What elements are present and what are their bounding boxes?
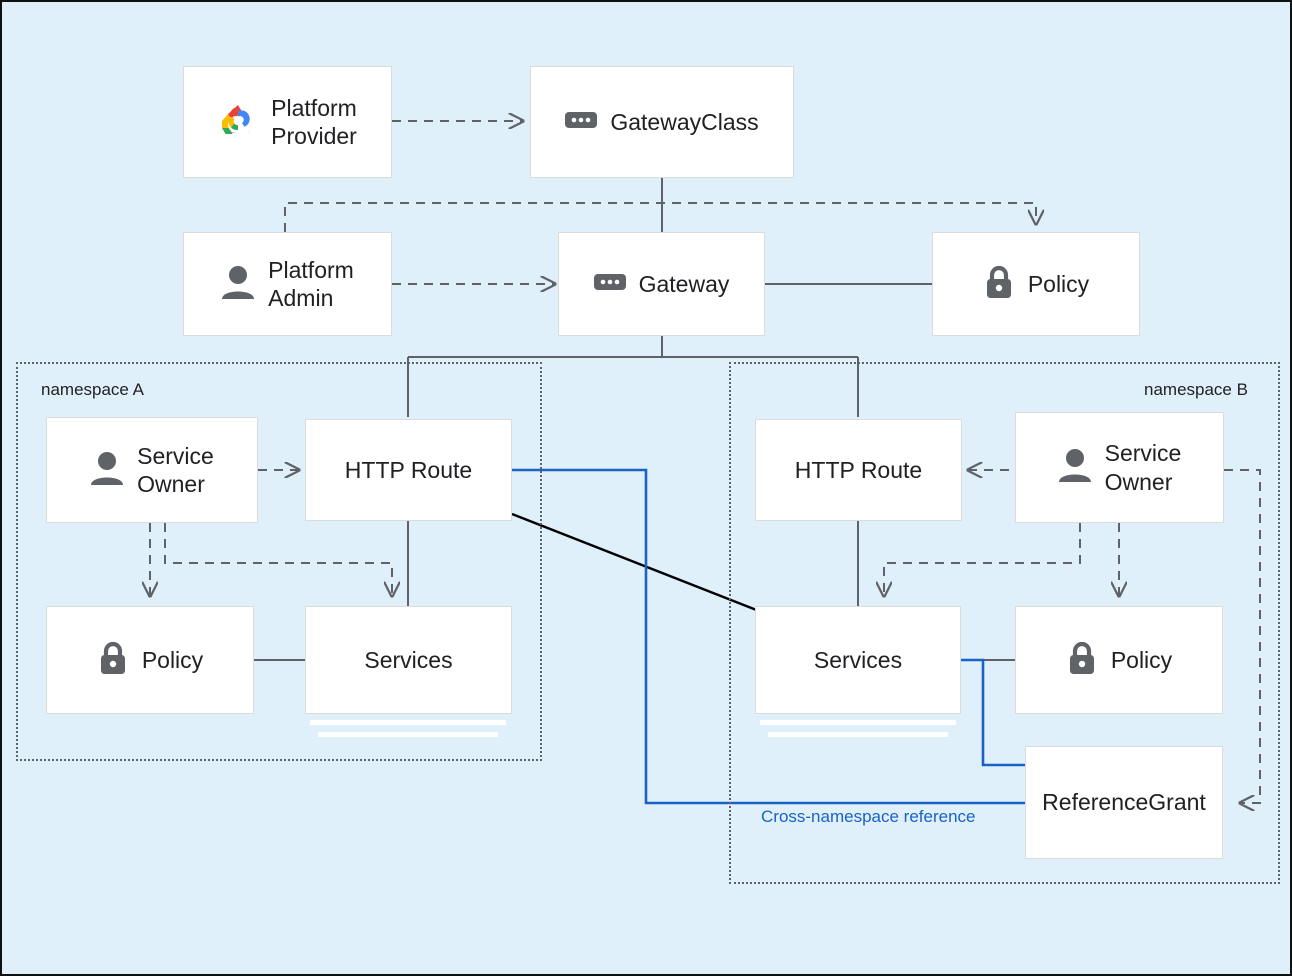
node-policy-a-label: Policy: [141, 646, 204, 673]
services-a-stack-bar-2: [318, 732, 498, 737]
gateway-chip-icon: [565, 109, 598, 136]
node-platform-admin-label: Platform Admin: [268, 256, 354, 311]
edge-httprouteA-servicesB: [511, 512, 760, 613]
node-http-route-b[interactable]: HTTP Route: [755, 419, 962, 521]
node-service-owner-a-label: Service Owner: [137, 442, 214, 497]
node-policy-b-label: Policy: [1110, 646, 1173, 673]
node-service-owner-a[interactable]: Service Owner: [46, 417, 258, 523]
node-reference-grant[interactable]: ReferenceGrant: [1025, 746, 1223, 859]
gateway-chip-icon: [593, 271, 626, 298]
node-policy-b[interactable]: Policy: [1015, 606, 1223, 714]
node-policy-top[interactable]: Policy: [932, 232, 1140, 336]
lock-icon: [1066, 640, 1098, 681]
node-services-b[interactable]: Services: [755, 606, 961, 714]
person-icon: [1058, 447, 1092, 488]
node-gateway-label: Gateway: [638, 270, 730, 297]
node-reference-grant-label: ReferenceGrant: [1042, 789, 1206, 816]
namespace-b-label: namespace B: [1144, 380, 1248, 399]
node-policy-a[interactable]: Policy: [46, 606, 254, 714]
google-cloud-icon: [218, 102, 258, 143]
node-platform-provider-label: Platform Provider: [271, 94, 357, 149]
cross-namespace-reference-label: Cross-namespace reference: [761, 807, 976, 826]
services-a-stack-bar-1: [310, 720, 506, 725]
node-gateway-class[interactable]: GatewayClass: [530, 66, 794, 178]
node-services-a-label: Services: [364, 646, 453, 673]
node-gateway[interactable]: Gateway: [558, 232, 765, 336]
node-platform-admin[interactable]: Platform Admin: [183, 232, 392, 336]
node-policy-top-label: Policy: [1027, 270, 1090, 297]
services-b-stack-bar-1: [760, 720, 956, 725]
node-service-owner-b-label: Service Owner: [1104, 440, 1182, 495]
node-services-b-label: Services: [813, 646, 903, 673]
node-services-a[interactable]: Services: [305, 606, 512, 714]
person-icon: [221, 264, 255, 305]
lock-icon: [983, 264, 1015, 305]
node-http-route-b-label: HTTP Route: [794, 456, 923, 483]
lock-icon: [97, 640, 129, 681]
node-gateway-class-label: GatewayClass: [610, 108, 759, 135]
node-service-owner-b[interactable]: Service Owner: [1015, 412, 1224, 523]
node-platform-provider[interactable]: Platform Provider: [183, 66, 392, 178]
person-icon: [90, 450, 124, 491]
services-b-stack-bar-2: [768, 732, 948, 737]
namespace-a-label: namespace A: [41, 380, 145, 399]
node-http-route-a-label: HTTP Route: [344, 456, 473, 483]
node-http-route-a[interactable]: HTTP Route: [305, 419, 512, 521]
